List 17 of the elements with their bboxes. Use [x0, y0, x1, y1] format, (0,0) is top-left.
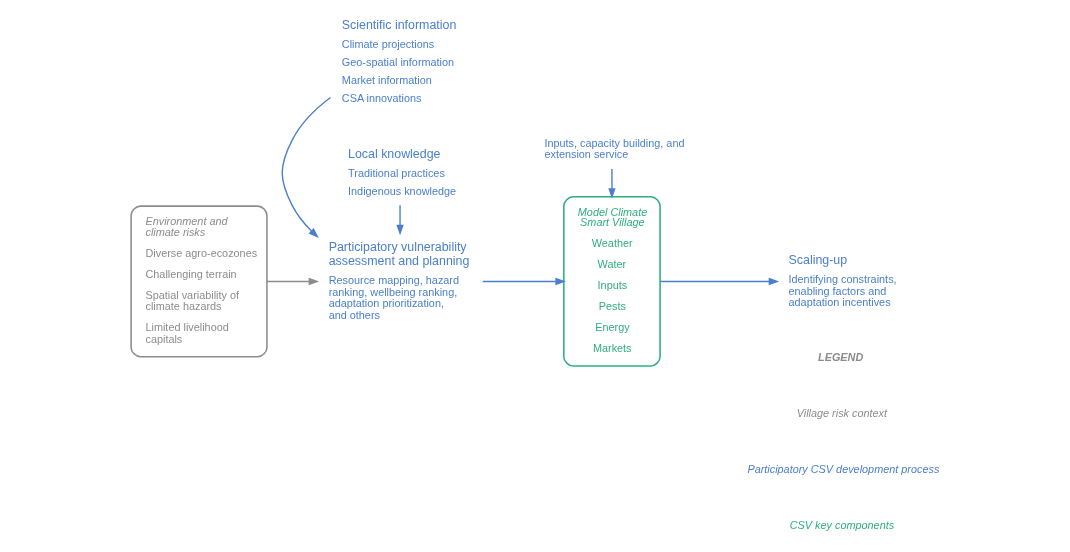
node-text: Local knowledge Traditional practices Indigenous knowledge — [347, 146, 456, 197]
legend-label: CSV key components — [789, 518, 894, 531]
node-text: Inputs, capacity building, and extension service — [543, 136, 684, 161]
arrow — [281, 96, 331, 238]
node-box: Environment and climate risks Diverse agro-ecozones Challenging terrain Spatial variability of climate hazards Limited livelihood capitals — [129, 205, 268, 358]
node-box: Model Climate Smart Village Weather Water Inputs Pests Energy Markets — [562, 196, 661, 367]
legend-label: Participatory CSV development process — [746, 462, 939, 475]
arrow — [395, 204, 404, 236]
node-text: Scaling-up Identifying constraints, enabling factors and adaptation incentives — [788, 253, 897, 309]
arrow — [607, 168, 616, 199]
arrow — [481, 277, 566, 286]
label: LEGEND — [817, 351, 863, 364]
node-text: Scientific information Climate projections Geo-spatial information Market information CSA innovations — [341, 18, 456, 104]
arrow — [659, 277, 779, 286]
node-text: Participatory vulnerability assessment and planning Resource mapping, hazard ranking, wellbeing ranking, adaptation prioritization, and others — [328, 240, 469, 321]
legend-label: Village risk context — [796, 407, 887, 420]
arrow — [265, 277, 319, 286]
